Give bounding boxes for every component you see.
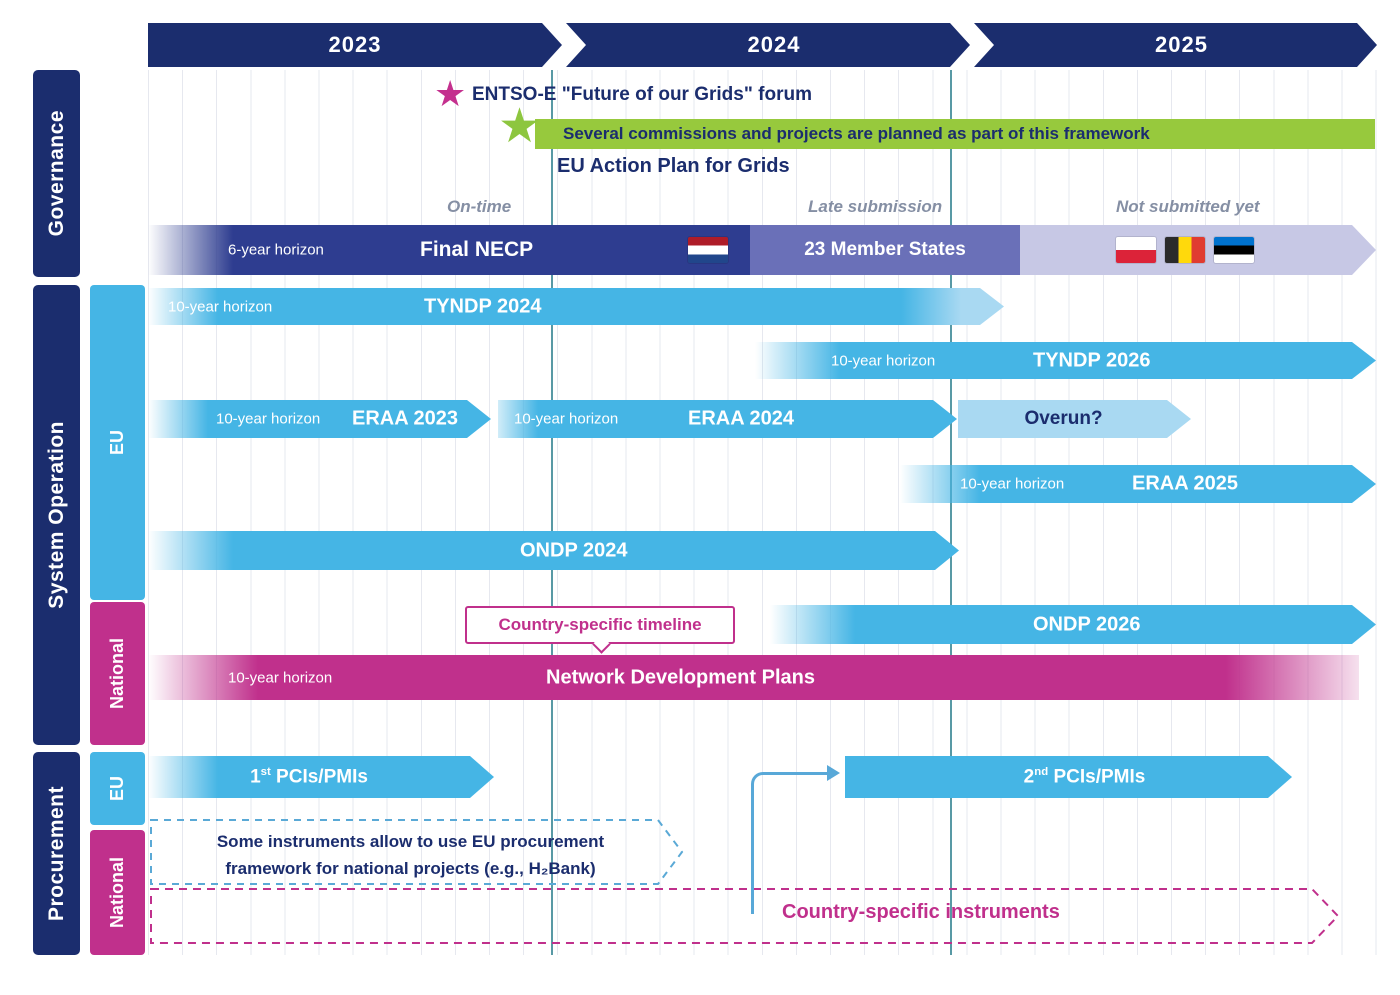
procurement-eu-strip: EU	[90, 752, 145, 825]
system-operation-national-strip: National	[90, 602, 145, 745]
year-label-2024: 2024	[747, 32, 801, 57]
tyndp-2024-label: TYNDP 2024	[424, 295, 542, 317]
eu-procurement-note-text: Some instruments allow to use EU procure…	[158, 828, 663, 882]
eu-procurement-note-box	[150, 819, 684, 885]
sidebar-system-operation-label: System Operation	[44, 421, 68, 609]
overrun-bar: Overun?	[958, 400, 1191, 438]
sidebar-governance-label: Governance	[44, 110, 68, 237]
sidebar-governance-block: Governance	[33, 70, 80, 277]
action-plan-label: EU Action Plan for Grids	[557, 155, 790, 177]
sidebar-system-operation-block: System Operation	[33, 285, 80, 745]
framework-note-label: Several commissions and projects are pla…	[563, 124, 1150, 143]
procurement-national-strip: National	[90, 830, 145, 955]
tyndp-2024-horizon: 10-year horizon	[168, 298, 273, 315]
estonia-flag	[1214, 237, 1254, 263]
eraa-2024-label: ERAA 2024	[688, 407, 794, 430]
sidebar-procurement-block: Procurement	[33, 752, 80, 955]
second-pci-label: 2nd PCIs/PMIs	[1023, 765, 1146, 788]
year-band-2025: 2025	[974, 23, 1377, 67]
country-specific-timeline-label: Country-specific timeline	[498, 615, 702, 634]
status-label-on-time: On-time	[447, 197, 512, 216]
belgium-flag	[1165, 237, 1205, 263]
year-label-2025: 2025	[1155, 32, 1208, 57]
first-pci-bar: 1st PCIs/PMIs	[148, 756, 494, 798]
ndp-label: Network Development Plans	[546, 666, 815, 688]
year-divider-2025-line	[950, 70, 952, 955]
necp-horizon-label: 6-year horizon	[228, 241, 324, 259]
year-label-2023: 2023	[328, 32, 382, 57]
procurement-eu-label: EU	[107, 775, 127, 801]
year-band-2023: 2023	[148, 23, 562, 67]
forum-star-icon: ★	[434, 73, 467, 114]
status-label-late-submission: Late submission	[808, 197, 943, 216]
tyndp-2026-label: TYNDP 2026	[1033, 349, 1151, 371]
eu-procurement-note-line1: Some instruments allow to use EU procure…	[216, 832, 605, 851]
final-necp-label: Final NECP	[420, 238, 534, 261]
tyndp-2026-horizon: 10-year horizon	[831, 352, 936, 369]
tyndp-2024-bar: 10-year horizon TYNDP 2024	[148, 288, 1004, 325]
eraa-2025-horizon: 10-year horizon	[960, 475, 1065, 493]
ondp-2026-bar: ONDP 2026	[770, 605, 1376, 644]
member-states-label: 23 Member States	[804, 239, 966, 260]
status-label-not-submitted: Not submitted yet	[1116, 197, 1260, 216]
overrun-label: Overun?	[1024, 408, 1103, 429]
ndp-bar: 10-year horizon Network Development Plan…	[148, 655, 1359, 700]
eraa-2024-bar: 10-year horizon ERAA 2024	[498, 400, 957, 438]
final-necp-segment: 6-year horizon Final NECP	[148, 225, 750, 275]
framework-note-bar: Several commissions and projects are pla…	[535, 119, 1375, 149]
not-submitted-segment	[1020, 225, 1376, 275]
framework-star-icon: ★	[498, 100, 542, 153]
netherlands-flag	[688, 237, 728, 263]
eu-procurement-note-line2: framework for national projects (e.g., H…	[225, 859, 596, 879]
eraa-2023-label: ERAA 2023	[352, 407, 458, 430]
connector-line	[751, 772, 831, 914]
forum-label: ENTSO-E "Future of our Grids" forum	[472, 84, 812, 105]
ndp-horizon: 10-year horizon	[228, 669, 333, 686]
eraa-2023-bar: 10-year horizon ERAA 2023	[148, 400, 491, 438]
system-operation-national-label: National	[107, 637, 127, 709]
ondp-2024-bar: ONDP 2024	[148, 531, 959, 570]
system-operation-eu-label: EU	[107, 429, 127, 455]
month-gridlines	[148, 70, 1377, 955]
procurement-national-label: National	[107, 856, 127, 928]
second-pci-bar: 2nd PCIs/PMIs	[845, 756, 1292, 798]
connector-arrowhead-icon	[827, 765, 840, 781]
member-states-segment: 23 Member States	[750, 225, 1020, 275]
country-specific-timeline-callout: Country-specific timeline	[465, 606, 735, 654]
eraa-2025-label: ERAA 2025	[1132, 472, 1238, 495]
sidebar-procurement-label: Procurement	[44, 785, 68, 922]
ondp-2024-label: ONDP 2024	[520, 539, 628, 561]
eraa-2023-horizon: 10-year horizon	[216, 410, 321, 428]
ondp-2026-label: ONDP 2026	[1033, 613, 1141, 635]
year-divider-2024-line	[551, 70, 553, 955]
year-band-2024: 2024	[566, 23, 970, 67]
system-operation-eu-strip: EU	[90, 285, 145, 600]
eraa-2025-bar: 10-year horizon ERAA 2025	[900, 465, 1376, 503]
first-pci-label: 1st PCIs/PMIs	[250, 765, 368, 788]
eraa-2024-horizon: 10-year horizon	[514, 410, 619, 428]
country-instruments-box	[150, 888, 1340, 944]
poland-flag	[1116, 237, 1156, 263]
country-instruments-label: Country-specific instruments	[782, 901, 1060, 923]
tyndp-2026-bar: 10-year horizon TYNDP 2026	[755, 342, 1376, 379]
